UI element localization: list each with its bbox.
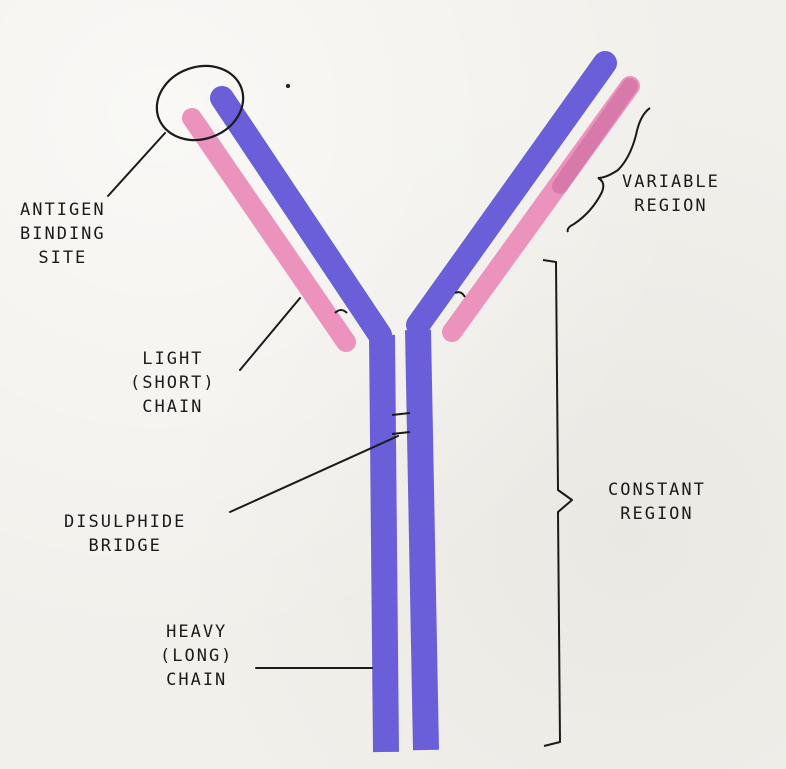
- light-chain-left: [182, 108, 356, 352]
- variable-region-shade: [552, 78, 638, 194]
- heavy-chain-right-stem: [405, 329, 439, 751]
- disulphide-bridge-marks: [334, 291, 466, 435]
- disulphide-bridge-label: DISULPHIDE BRIDGE: [64, 512, 187, 556]
- light-chain-label: LIGHT (SHORT) CHAIN: [130, 349, 216, 417]
- variable-region-label: VARIABLE REGION: [622, 172, 720, 216]
- antigen-binding-site-circle: [155, 64, 245, 142]
- antigen-binding-site-label: ANTIGEN BINDING SITE: [20, 200, 106, 268]
- ink-dot: [286, 84, 290, 88]
- heavy-chain-right-arm: [406, 51, 617, 337]
- variable-region-brace: [566, 107, 651, 233]
- heavy-chain-left-stem: [369, 334, 399, 753]
- constant-region-brace: [542, 259, 573, 747]
- leader-lines: [107, 132, 399, 669]
- constant-region-label: CONSTANT REGION: [608, 480, 706, 524]
- heavy-chain-label: HEAVY (LONG) CHAIN: [160, 622, 234, 690]
- heavy-chain-left-arm: [210, 86, 392, 347]
